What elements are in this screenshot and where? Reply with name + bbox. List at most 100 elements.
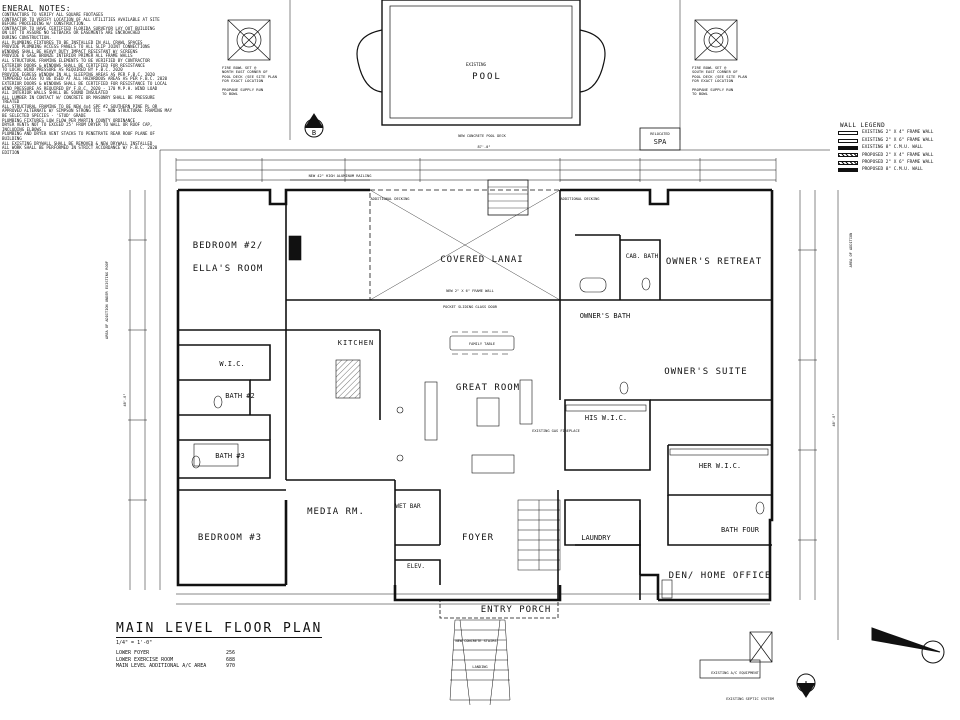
family-table-label: FAMILY TABLE bbox=[469, 342, 495, 346]
general-note-line: TEMPERED GLASS TO BE USED AT ALL HAZARDO… bbox=[2, 76, 168, 82]
wall-legend-title: WALL LEGEND bbox=[840, 122, 886, 129]
room-kitchen: KITCHEN bbox=[338, 339, 375, 347]
general-note-line: BEFORE PROCEEDING W/ CONSTRUCTION. bbox=[2, 21, 86, 27]
section-marker-top bbox=[304, 113, 324, 138]
spa-relocated-label: RELOCATED bbox=[650, 132, 669, 136]
general-note-line: DURING CONSTRUCTION. bbox=[2, 34, 52, 40]
left-depth-dimension: 48'-0" bbox=[123, 394, 127, 407]
general-note-line: ON LOT TO ASSURE NO SETBACKS OR EASEMENT… bbox=[2, 30, 141, 36]
wall-legend-item: EXISTING 2" X 6" FRAME WALL bbox=[838, 137, 956, 144]
section-marker-bottom-label: A bbox=[804, 680, 809, 688]
fire-bowl-note-line: FOR EXACT LOCATION bbox=[222, 78, 264, 84]
room-owners-retreat: OWNER'S RETREAT bbox=[666, 257, 762, 267]
interior-walls bbox=[178, 190, 772, 600]
entry-stair bbox=[449, 619, 511, 706]
area-addition-right-label: AREA OF ADDITION bbox=[849, 233, 853, 268]
wall-legend-label: PROPOSED 8" C.M.U. WALL bbox=[862, 167, 923, 173]
wall-legend-label: EXISTING 2" X 6" FRAME WALL bbox=[862, 137, 934, 143]
general-note-line: PROVIDE 6 GAGE BRONZE INTERIOR PRIMER AL… bbox=[2, 53, 133, 59]
general-notes-title: ENERAL NOTES: bbox=[2, 4, 72, 13]
landing-label: LANDING bbox=[472, 665, 487, 669]
section-marker-top-label: B bbox=[312, 129, 316, 137]
wall-legend-item: PROPOSED 2" X 6" FRAME WALL bbox=[838, 159, 956, 166]
fire-bowl-note-line: PROPANE SUPPLY RUN bbox=[222, 87, 264, 93]
fire-bowl-note-line: FOR EXACT LOCATION bbox=[692, 78, 734, 84]
fire-bowl-note-line: FIRE BOWL SET @ bbox=[692, 65, 727, 70]
wall-legend-label: EXISTING 8" C.M.U. WALL bbox=[862, 145, 923, 151]
area-label: MAIN LEVEL ADDITIONAL A/C AREA bbox=[116, 663, 207, 669]
fire-bowl-note-line: POOL DECK (SEE SITE PLAN bbox=[692, 73, 747, 79]
room-bath-3: BATH #3 bbox=[215, 452, 245, 460]
room-bedroom-3: BEDROOM #3 bbox=[198, 533, 262, 543]
plan-title: MAIN LEVEL FLOOR PLAN bbox=[116, 621, 323, 638]
room-elevator: ELEV. bbox=[407, 563, 425, 570]
overall-width-dimension: 87'-0" bbox=[478, 145, 491, 149]
area-label: LOWER FOYER bbox=[116, 650, 150, 656]
general-note-line: ALL STRUCTURAL FRAMING TO BE NEW 4x4 SPF… bbox=[2, 103, 158, 109]
general-note-line: INCLUDING ELBOWS bbox=[2, 126, 42, 132]
room-covered-lanai: COVERED LANAI bbox=[440, 255, 523, 265]
wall-legend-swatch bbox=[838, 145, 858, 150]
area-value: 256 bbox=[226, 650, 236, 656]
fire-bowl-note-line: TO BOWL bbox=[692, 91, 709, 97]
general-note-line: ALL INTERIOR WALLS SHALL BE SOUND INSULA… bbox=[2, 90, 108, 96]
area-value: 688 bbox=[226, 656, 236, 663]
room-bath-2: BATH #2 bbox=[225, 392, 255, 400]
general-note-line: CONTRACTOR TO HAVE CERTIFIED FLORIDA SUR… bbox=[2, 25, 155, 31]
wall-legend-swatch bbox=[838, 131, 858, 136]
general-note-line: WIND PRESSURE AS REQUIRED BY F.B.C. 2020… bbox=[2, 85, 158, 91]
general-note-line: ALL EXISTING DRYWALL SHALL BE REMOVED & … bbox=[2, 140, 153, 146]
wall-legend-item: PROPOSED 2" X 4" FRAME WALL bbox=[838, 152, 956, 159]
railing-note: NEW 42" HIGH ALUMINUM RAILING bbox=[309, 174, 372, 178]
pool-existing-label: EXISTING bbox=[466, 62, 487, 67]
fire-bowl-note-line: PROPANE SUPPLY RUN bbox=[692, 87, 734, 93]
general-note-line: PROVIDE EGRESS WINDOW IN ALL SLEEPING AR… bbox=[2, 71, 155, 77]
room-entry-porch: ENTRY PORCH bbox=[481, 605, 552, 615]
fire-bowl-note-line: POOL DECK (SEE SITE PLAN bbox=[222, 73, 277, 79]
room-den-office: DEN/ HOME OFFICE bbox=[669, 571, 772, 581]
wall-legend-item: PROPOSED 8" C.M.U. WALL bbox=[838, 166, 956, 173]
general-note-line: ALL PLUMBING FIXTURES TO BE INSTALLED IN… bbox=[2, 39, 143, 45]
area-addition-left-label: AREA OF ADDITION UNDER EXISTING ROOF bbox=[105, 261, 109, 339]
room-media: MEDIA RM. bbox=[307, 507, 365, 517]
general-note-line: ALL STRUCTURAL FRAMING ELEMENTS TO BE VE… bbox=[2, 57, 150, 63]
pool bbox=[289, 0, 681, 140]
additional-decking-left-label: ADDITIONAL DECKING bbox=[371, 197, 410, 201]
general-note-line: CONTRACTOR TO VERIFY LOCATION OF ALL UTI… bbox=[2, 16, 160, 22]
area-value: 970 bbox=[226, 663, 236, 669]
general-note-line: WINDOWS SHALL BE HEAVY DUTY IMPACT RESIS… bbox=[2, 48, 138, 54]
new-concrete-stairs-label: NEW CONCRETE STAIRS bbox=[455, 639, 496, 643]
general-note-line: TO LOCAL WIND PRESSURE AS REQUIRED BY F.… bbox=[2, 67, 123, 73]
title-block: MAIN LEVEL FLOOR PLAN 1/4" = 1'-0" LOWER… bbox=[116, 617, 376, 670]
general-note-line: DRYER VENTS NOT TO EXCEED 25' FROM DRYER… bbox=[2, 122, 153, 128]
wall-legend-label: PROPOSED 2" X 6" FRAME WALL bbox=[862, 160, 934, 166]
room-laundry: LAUNDRY bbox=[581, 534, 611, 542]
fire-bowl-note-line: NORTH EAST CORNER OF bbox=[222, 69, 268, 75]
fire-bowl-note-line: TO BOWL bbox=[222, 91, 239, 97]
wall-legend-swatch bbox=[838, 138, 858, 143]
wall-legend-swatch bbox=[838, 168, 858, 173]
additional-decking-right-label: ADDITIONAL DECKING bbox=[561, 197, 600, 201]
area-label: LOWER EXERCISE ROOM bbox=[116, 656, 174, 663]
ac-equipment bbox=[699, 631, 773, 679]
wall-legend-swatch bbox=[838, 153, 858, 158]
room-owners-bath: OWNER'S BATH bbox=[580, 312, 631, 320]
room-her-wic: HER W.I.C. bbox=[699, 462, 741, 470]
general-note-line: APPROVED ALTERNATE W/ SIMPSON STRONG TIE… bbox=[2, 108, 173, 114]
entry-porch-outline bbox=[439, 599, 559, 619]
room-foyer: FOYER bbox=[462, 533, 494, 543]
general-notes: ENERAL NOTES: CONTRACTORS TO VERIFY ALL … bbox=[2, 4, 174, 155]
pool-deck-note: NEW CONCRETE POOL DECK bbox=[458, 134, 506, 138]
fixtures bbox=[191, 235, 772, 599]
room-his-wic: HIS W.I.C. bbox=[585, 414, 627, 422]
wall-legend-swatch bbox=[838, 160, 858, 165]
fire-bowl-icon-left bbox=[227, 19, 271, 61]
north-arrow-icon bbox=[871, 627, 945, 664]
general-note-line: PROVIDE PLUMBING ACCESS PANELS TO ALL SL… bbox=[2, 44, 150, 50]
section-marker-bottom bbox=[796, 673, 816, 698]
